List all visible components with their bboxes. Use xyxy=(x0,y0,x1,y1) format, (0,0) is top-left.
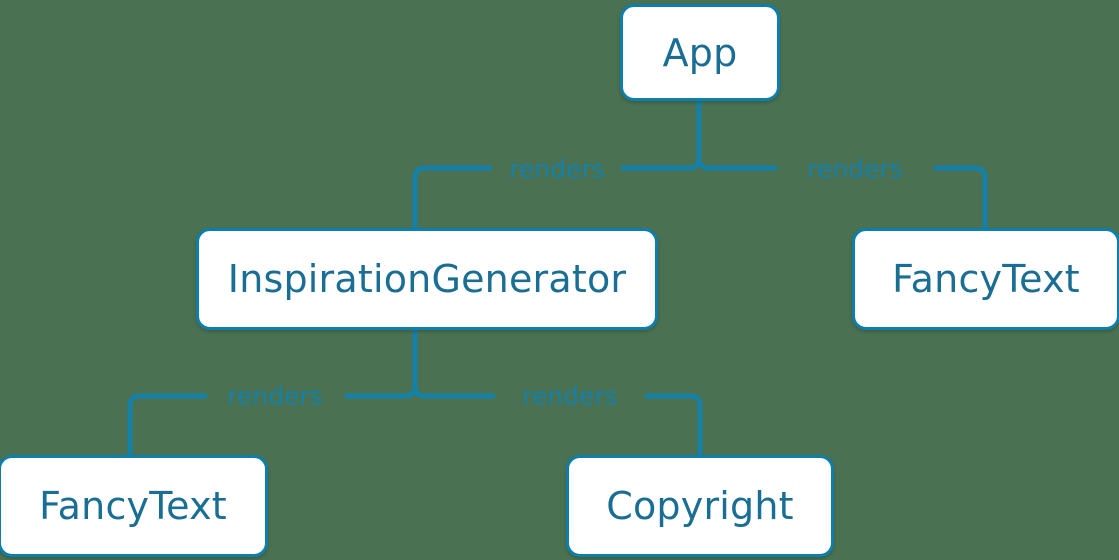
node-app[interactable]: App xyxy=(620,4,780,101)
edge-label-app-to-fancytext: renders xyxy=(807,154,903,184)
edge-app-stem-left xyxy=(688,157,702,171)
edge-inspirationgenerator-stem-left xyxy=(404,385,418,399)
edge-label-app-to-inspirationgenerator: renders xyxy=(509,154,605,184)
node-copyright[interactable]: Copyright xyxy=(566,455,834,557)
edge-app-to-inspirationgenerator xyxy=(412,165,689,228)
edge-inspirationgenerator-to-fancytext xyxy=(127,393,405,455)
edge-label-inspirationgenerator-to-copyright: renders xyxy=(522,381,618,411)
edge-label-inspirationgenerator-to-fancytext: renders xyxy=(227,381,323,411)
edge-app-to-fancytext xyxy=(709,165,988,228)
edge-app-stem xyxy=(696,100,710,171)
edge-inspirationgenerator-to-copyright xyxy=(425,393,703,455)
node-fancytext-bottom[interactable]: FancyText xyxy=(0,455,268,557)
node-inspirationgenerator[interactable]: InspirationGenerator xyxy=(196,228,658,330)
node-fancytext-right[interactable]: FancyText xyxy=(852,228,1119,330)
